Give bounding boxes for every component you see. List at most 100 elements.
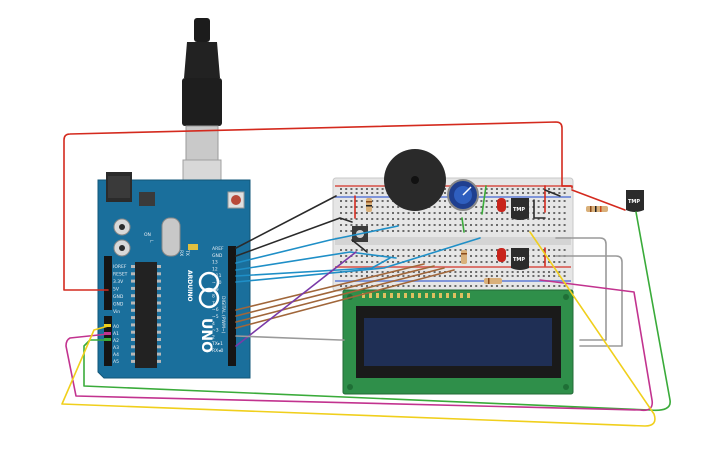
digital-pin-label: ~3: [212, 328, 219, 334]
digital-pin-label: 7: [212, 300, 215, 306]
chip-pin: [157, 323, 161, 327]
breadboard-hole: [412, 255, 415, 257]
wire-black-gnd-2: [235, 217, 353, 257]
breadboard-hole: [490, 271, 493, 273]
breadboard-hole: [496, 275, 498, 277]
breadboard-hole: [464, 212, 467, 214]
breadboard-hole: [454, 249, 457, 251]
breadboard-hole: [537, 271, 540, 273]
breadboard-hole: [407, 230, 410, 232]
breadboard-hole: [355, 261, 358, 263]
breadboard-hole: [340, 255, 342, 257]
breadboard-hole: [376, 249, 379, 251]
lcd-header-pin: [467, 293, 470, 298]
breadboard-hole: [558, 188, 561, 190]
breadboard-hole: [340, 261, 342, 263]
breadboard-hole: [449, 275, 452, 277]
breadboard-hole: [444, 255, 446, 257]
breadboard-hole: [542, 212, 545, 214]
breadboard-hole: [428, 255, 431, 257]
breadboard-hole: [376, 224, 379, 226]
breadboard-hole: [490, 230, 493, 232]
wire-brown-1: [235, 263, 425, 311]
breadboard-hole: [371, 212, 374, 214]
breadboard-hole: [496, 200, 498, 202]
breadboard-hole: [418, 249, 420, 251]
chip-pin: [131, 272, 135, 276]
breadboard-hole: [548, 200, 550, 202]
breadboard-hole: [444, 206, 446, 208]
digital-pin-label: ~5: [212, 314, 219, 320]
breadboard-hole: [542, 249, 545, 251]
breadboard-hole: [527, 275, 530, 277]
breadboard-hole: [428, 224, 431, 226]
breadboard-hole: [433, 255, 436, 257]
breadboard-hole: [553, 200, 556, 202]
breadboard-hole: [558, 249, 561, 251]
breadboard-hole: [438, 255, 441, 257]
breadboard-hole: [355, 275, 358, 277]
breadboard-hole: [501, 271, 504, 273]
breadboard-hole: [542, 285, 545, 287]
wire-yellow-analog: [61, 231, 656, 427]
chip-pin: [131, 286, 135, 290]
breadboard-hole: [563, 285, 566, 287]
breadboard-hole: [371, 224, 374, 226]
breadboard-hole: [480, 200, 483, 202]
breadboard-hole: [532, 192, 535, 194]
breadboard-hole: [381, 188, 384, 190]
breadboard-hole: [355, 249, 358, 251]
board-logo-label: ARDUINO: [186, 270, 193, 301]
wire-brown-3: [235, 267, 445, 323]
breadboard-hole: [563, 224, 566, 226]
breadboard-hole: [558, 285, 561, 287]
breadboard-hole: [418, 230, 420, 232]
breadboard-hole: [438, 218, 441, 220]
breadboard-hole: [553, 271, 556, 273]
breadboard-hole: [496, 285, 498, 287]
breadboard-hole: [522, 230, 524, 232]
led-red-1: [497, 198, 506, 212]
digital-pin-label: GND: [212, 253, 223, 259]
breadboard-hole: [402, 249, 405, 251]
breadboard-hole: [423, 212, 426, 214]
breadboard-hole: [496, 188, 498, 190]
breadboard-hole: [506, 275, 509, 277]
breadboard-hole: [366, 275, 368, 277]
wire-blue-1: [235, 225, 399, 264]
breadboard-hole: [480, 271, 483, 273]
breadboard-hole: [345, 200, 348, 202]
breadboard-hole: [490, 206, 493, 208]
breadboard-hole: [496, 224, 498, 226]
breadboard-hole: [511, 192, 514, 194]
breadboard-hole: [376, 200, 379, 202]
breadboard-hole: [407, 255, 410, 257]
breadboard-hole: [376, 192, 379, 194]
breadboard-hole: [418, 271, 420, 273]
breadboard-hole: [381, 212, 384, 214]
breadboard-hole: [350, 271, 353, 273]
breadboard-hole: [459, 271, 462, 273]
breadboard-hole: [350, 224, 353, 226]
breadboard-hole: [553, 249, 556, 251]
wire-magenta-analog: [65, 279, 654, 412]
digital-pin-label: 12: [212, 266, 218, 272]
breadboard-hole: [360, 261, 363, 263]
breadboard-hole: [412, 212, 415, 214]
chip-pin: [157, 316, 161, 320]
breadboard-hole: [464, 230, 467, 232]
wire-gray-2: [555, 237, 607, 341]
breadboard-hole: [496, 212, 498, 214]
breadboard-hole: [490, 192, 493, 194]
breadboard-hole: [464, 224, 467, 226]
breadboard-hole: [475, 261, 478, 263]
chip-pin: [157, 272, 161, 276]
breadboard-hole: [475, 206, 478, 208]
breadboard-hole: [480, 285, 483, 287]
analog-pin-label: A1: [113, 331, 119, 337]
breadboard-hole: [355, 200, 358, 202]
lcd-header-pin: [453, 293, 456, 298]
wire-brown-2: [235, 265, 435, 317]
breadboard-hole: [407, 212, 410, 214]
